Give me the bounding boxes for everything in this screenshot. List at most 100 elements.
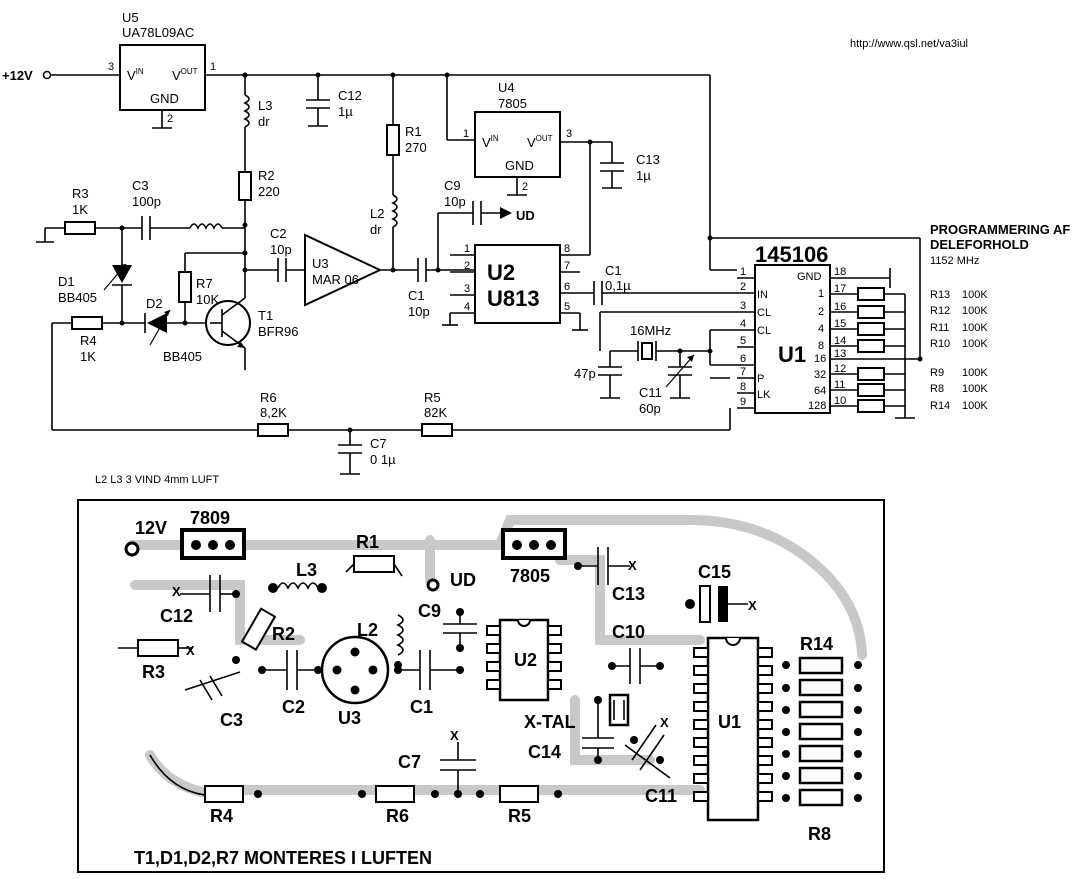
u5-gnd: GND: [150, 91, 179, 106]
x-mark: X: [660, 715, 669, 730]
c7-ref: C7: [370, 436, 387, 451]
board-c3: C3: [220, 710, 243, 730]
board-c13: C13: [612, 584, 645, 604]
prog-ref: R14: [930, 400, 950, 412]
u1-pin-num: 17: [834, 283, 846, 295]
c11-ref: C11: [639, 385, 662, 400]
u4-regulator: [474, 111, 561, 178]
u2-pin3: 3: [464, 283, 470, 295]
schematic: http://www.qsl.net/va3iul +12V U5 UA78L0…: [2, 10, 1070, 486]
x-mark: X: [186, 643, 195, 658]
board-c10: C10: [612, 622, 645, 642]
u1-pin-name: 2: [818, 306, 824, 318]
u1-pin-name: 64: [814, 385, 826, 397]
u1-pin-num: 12: [834, 363, 846, 375]
l3-inductor: [243, 94, 250, 128]
u1-pin-name: P: [757, 373, 764, 385]
xtal-label: 16MHz: [630, 323, 671, 338]
prog-value: 100K: [962, 400, 988, 412]
board-r1-body: [353, 555, 395, 573]
board-r2: R2: [272, 624, 295, 644]
u1-pin-name: IN: [757, 289, 768, 301]
c1a-ref: C1: [408, 288, 425, 303]
u4-pin1: 1: [463, 128, 469, 140]
u4-ref: U4: [498, 80, 515, 95]
prog-title-1: PROGRAMMERING AF: [930, 222, 1070, 237]
prog-value: 100K: [962, 305, 988, 317]
u3-amplifier: [304, 233, 383, 307]
source-url: http://www.qsl.net/va3iul: [850, 38, 968, 50]
u4-vout: VOUT: [527, 134, 553, 150]
board-c11: C11: [645, 786, 677, 806]
board-xtal: X-TAL: [524, 712, 576, 732]
u1-pin-name: 4: [818, 323, 824, 335]
pad-ud: [426, 578, 440, 592]
u1-pin-num: 2: [740, 281, 746, 293]
board-r5: R5: [508, 806, 531, 826]
c9-value: 10p: [444, 194, 466, 209]
u1-pin-name: CL: [757, 325, 771, 337]
board-r6-body: [375, 785, 415, 803]
prog-resistor: [857, 287, 885, 301]
prog-resistor: [857, 399, 885, 413]
r3-resistor: [64, 221, 96, 235]
u4-pin3: 3: [566, 128, 572, 140]
board-r8: R8: [808, 824, 831, 844]
prog-title-2: DELEFORHOLD: [930, 237, 1029, 252]
c47p-label: 47p: [574, 366, 596, 381]
board-note: T1,D1,D2,R7 MONTERES I LUFTEN: [134, 848, 432, 868]
board-u3: U3: [338, 708, 361, 728]
prog-ref: R8: [930, 383, 944, 395]
c9-ref: C9: [444, 178, 461, 193]
board-resistor-ladder: [782, 656, 862, 807]
u1-pin-num: 6: [740, 353, 746, 365]
prog-value: 100K: [962, 289, 988, 301]
prog-ref: R11: [930, 322, 949, 334]
r2-ref: R2: [258, 168, 275, 183]
r2-value: 220: [258, 184, 280, 199]
board-l3: L3: [296, 560, 317, 580]
l2-inductor: [391, 194, 398, 228]
programming-resistor-bank: [857, 287, 915, 419]
c1a-value: 10p: [408, 304, 430, 319]
u5-vout: VOUT: [172, 67, 198, 83]
c3-value: 100p: [132, 194, 161, 209]
u2-pin1: 1: [464, 243, 470, 255]
l2-ref: L2: [370, 206, 384, 221]
r4-value: 1K: [80, 349, 96, 364]
input-coil: [189, 223, 223, 230]
prog-resistor: [857, 383, 885, 397]
board-c9: C9: [418, 601, 441, 621]
t1-ref: T1: [258, 308, 273, 323]
board-r4: R4: [210, 806, 233, 826]
u4-gnd: GND: [505, 158, 534, 173]
u1-pin-num: 1: [740, 266, 746, 278]
r7-ref: R7: [196, 276, 213, 291]
c2-value: 10p: [270, 242, 292, 257]
d2-value: BB405: [163, 349, 202, 364]
board-r3: R3: [142, 662, 165, 682]
board-c7: C7: [398, 752, 421, 772]
r5-ref: R5: [424, 390, 441, 405]
u5-pin3: 3: [108, 61, 114, 73]
l3-value: dr: [258, 114, 270, 129]
u1-pin-num: 10: [834, 395, 846, 407]
c1b-value: 0,1µ: [605, 278, 631, 293]
r6-value: 8,2K: [260, 405, 287, 420]
supply-terminal: [42, 70, 52, 80]
prog-resistor: [857, 305, 885, 319]
r1-value: 270: [405, 140, 427, 155]
c13-ref: C13: [636, 152, 660, 167]
r6-ref: R6: [260, 390, 277, 405]
u2-pin6: 6: [564, 281, 570, 293]
d2-ref: D2: [146, 296, 163, 311]
r4-ref: R4: [80, 333, 97, 348]
u3-ref: U3: [312, 256, 329, 271]
d1-ref: D1: [58, 274, 75, 289]
u1-pin-num: 15: [834, 318, 846, 330]
r1-ref: R1: [405, 124, 422, 139]
u1-pin-name: 1: [818, 288, 824, 300]
u1-ref: U1: [778, 342, 806, 367]
r6-resistor: [257, 423, 289, 437]
